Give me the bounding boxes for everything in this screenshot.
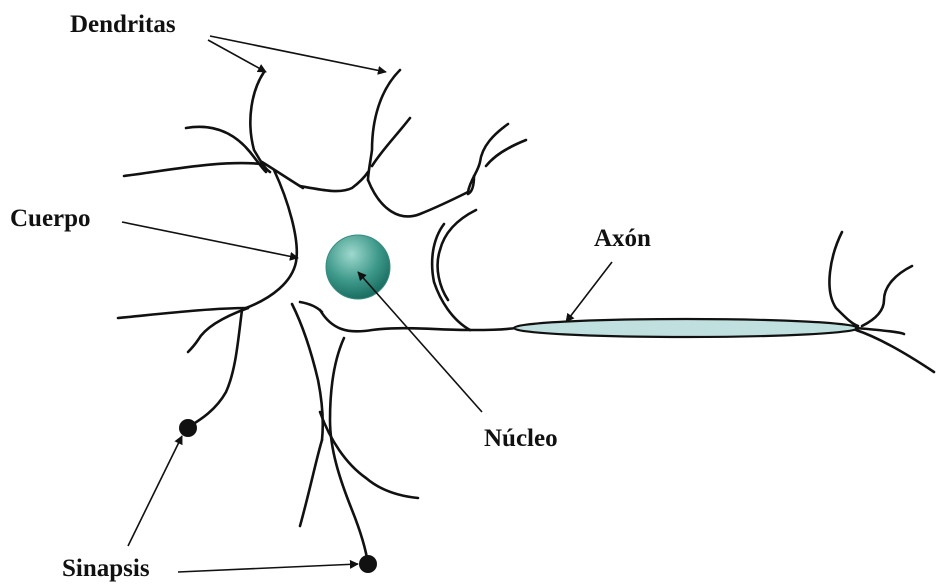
axon-myelin (514, 319, 858, 337)
arrow-nucleo (358, 272, 482, 412)
arrow-sinapsis-2 (178, 564, 358, 572)
nucleus (326, 235, 390, 299)
label-sinapsis: Sinapsis (62, 555, 150, 582)
axon (470, 232, 934, 372)
arrow-dendritas-1 (208, 40, 266, 72)
arrow-sinapsis-1 (128, 436, 182, 546)
label-axon: Axón (594, 225, 651, 252)
synapse-dot-bottom (359, 555, 377, 573)
label-arrows (122, 36, 612, 572)
synapse-dot-left (179, 419, 197, 437)
dendrites (118, 70, 526, 564)
label-cuerpo: Cuerpo (10, 205, 91, 232)
arrow-cuerpo (122, 222, 298, 258)
arrow-axon (566, 262, 612, 322)
arrow-dendritas-2 (210, 36, 386, 72)
label-dendritas: Dendritas (70, 11, 176, 38)
label-nucleo: Núcleo (484, 425, 558, 452)
